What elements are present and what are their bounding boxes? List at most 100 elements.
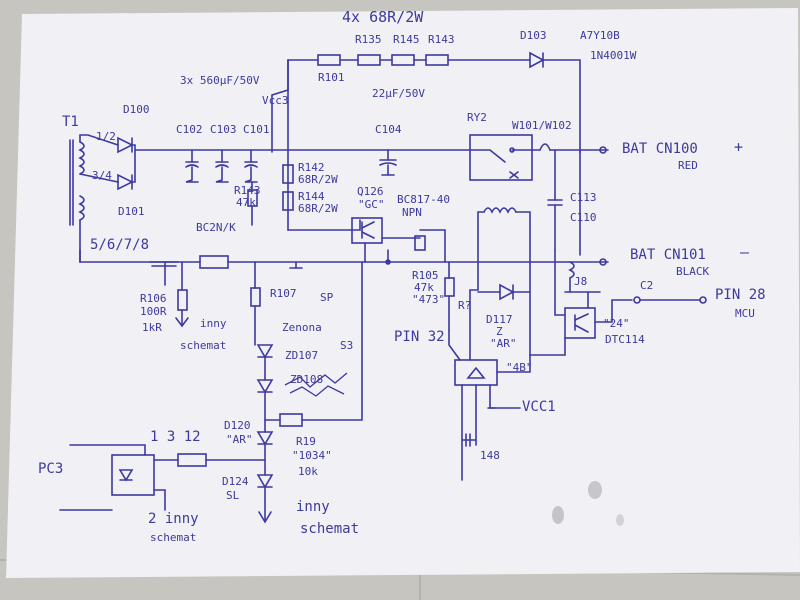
jumper-j8 [568,261,575,279]
ar2-label: "AR" [226,433,253,446]
bat-positive-label: BAT CN100 [622,141,698,157]
dtc114-label: DTC114 [605,333,645,346]
ry2-label: RY2 [467,111,487,124]
pin12-label: 1 3 12 [150,429,201,445]
n148-label: 148 [480,449,500,462]
r105-value-label: 47k [414,281,434,294]
resistor-r142 [282,164,294,184]
c102-label: C102 [176,123,203,136]
schemat3-label: schemat [300,521,360,537]
schemat2-label: schemat [150,531,197,544]
ic4b-label: "4B" [506,361,533,374]
d124-value-label: SL [226,489,240,502]
r142-value-label: 68R/2W [298,173,338,186]
npn-label: NPN [402,206,422,219]
dtc-code-label: "24" [603,317,630,330]
r-unknown-label: R? [458,299,472,312]
fuse-w101 [539,143,551,151]
a7-label: A7Y10B [580,29,620,42]
winding34-label: 3/4 [92,169,112,182]
bc2nk-label: BC2N/K [196,221,236,234]
r19-value-label: 10k [298,465,318,478]
d100-label: D100 [123,103,150,116]
stain [552,506,564,524]
c101-label: C101 [243,123,270,136]
r106-alt-label: 1kR [142,321,162,334]
c103-label: C103 [210,123,237,136]
r143b-value-label: 47k [236,196,256,209]
inny1-label: inny [200,317,227,330]
r144-label: R144 [298,190,325,203]
r144-value-label: 68R/2W [298,202,338,215]
relay-coil [483,207,517,214]
zener-zd107 [256,344,274,359]
r143-label: R143 [428,33,455,46]
zs-label: S3 [340,339,354,352]
r145-label: R145 [393,33,420,46]
diode-d100 [117,136,134,154]
resistor-base [414,235,426,251]
r106-value-label: 100R [140,305,167,318]
transistor-part-label: BC817-40 [397,193,450,206]
bat-negative-label: BAT CN101 [630,247,706,263]
transistor-q126 [351,217,383,244]
r19-code-label: "1034" [292,449,332,462]
r106-label: R106 [140,292,167,305]
d124-label: D124 [222,475,249,488]
stain [588,481,602,499]
c110-label: C110 [570,211,597,224]
plus-label: + [734,138,744,156]
d120-label: D120 [224,419,251,432]
winding12-label: 1/2 [96,130,116,143]
r105-code-label: "473" [412,293,446,306]
black-label: BLACK [676,265,710,278]
scribble [284,372,348,388]
resistor-r144 [282,191,294,211]
minus-label: — [740,243,750,261]
diode-d120 [256,431,274,446]
winding5678-label: 5/6/7/8 [90,237,150,253]
r101-label: R101 [318,71,345,84]
r135-label: R135 [355,33,382,46]
q126-label: Q126 [357,185,384,198]
ar1-label: "AR" [490,337,517,350]
diode-d103 [529,51,545,69]
t1-label: T1 [62,114,79,130]
r19-label: R19 [296,435,316,448]
zd108-label: ZD108 [290,373,324,386]
vcc1-label: VCC1 [522,399,556,415]
d103-part-label: 1N4001W [590,49,637,62]
d103-label: D103 [520,29,547,42]
c104-label: C104 [375,123,402,136]
j8-label: J8 [574,275,588,288]
d101-label: D101 [118,205,145,218]
optocoupler-pc3 [111,454,155,496]
red-label: RED [678,159,698,172]
d117-z-label: Z [496,325,503,338]
stain [616,514,624,526]
d117-label: D117 [486,313,513,326]
transformer-winding-1 [78,141,85,175]
transistor-dtc114 [564,307,596,339]
mcu-label: MCU [735,307,755,320]
c113-label: C113 [570,191,597,204]
vcc3-label: Vcc3 [262,94,289,107]
r142-label: R142 [298,161,325,174]
title-label: 4x 68R/2W [342,8,424,26]
scribble [289,385,345,397]
r143b-label: R143 [234,184,261,197]
zd107-label: ZD107 [285,349,319,362]
w101-label: W101/W102 [512,119,572,132]
caps-spec-label: 3x 560μF/50V [180,74,260,87]
cap22-label: 22μF/50V [372,87,425,100]
zener-zd108 [256,379,274,394]
r105-label: R105 [412,269,439,282]
c2-label: C2 [640,279,654,292]
inny2-label: 2 inny [148,511,199,527]
pin28-label: PIN 28 [715,287,766,303]
pc3-label: PC3 [38,461,64,477]
schemat1-label: schemat [180,339,227,352]
inny3-label: inny [296,499,330,515]
